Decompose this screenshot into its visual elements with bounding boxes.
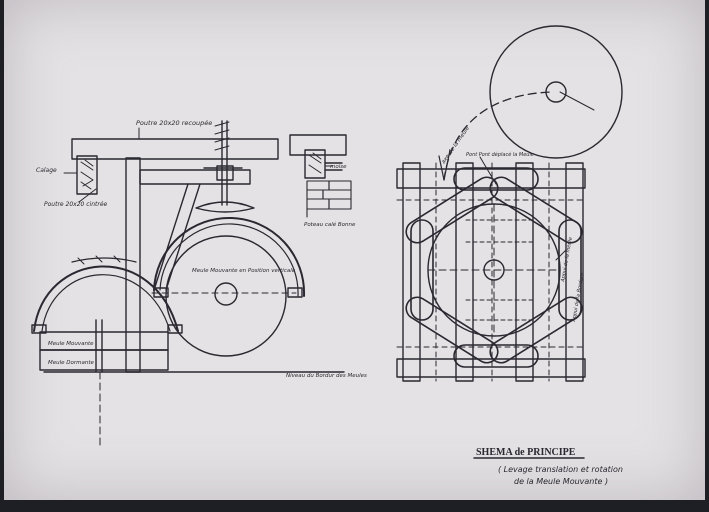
label-poteau-cale: Poteau calé Bonne	[304, 221, 356, 228]
label-appui-meule: Appui de la meule	[560, 237, 574, 284]
technical-drawing: Poutre 20x20 recoupée Calage Poutre 20x2…	[31, 25, 623, 486]
plan-view	[396, 25, 623, 382]
diagram-title: SHEMA de PRINCIPE	[476, 447, 576, 458]
label-calage: Calage	[36, 167, 57, 174]
label-axe-meule: axe de la meule	[441, 125, 472, 165]
left-wall-block	[76, 155, 98, 195]
label-pont-deplace: Pont Pont déplacé la Meule	[466, 151, 534, 158]
right-beam-stub	[289, 134, 347, 156]
annotations: Poutre 20x20 recoupée Calage Poutre 20x2…	[36, 119, 623, 486]
elevation-view	[31, 120, 352, 449]
vertical-post	[125, 157, 141, 373]
label-meule-mouvante: Meule Mouvante	[48, 341, 94, 347]
label-meule-dormante: Meule Dormante	[48, 360, 95, 366]
diagram-subtitle-line1: ( Levage translation et rotation	[498, 465, 623, 474]
label-poutre-cintree: Poutre 20x20 cintrée	[44, 201, 108, 208]
label-niveau-bordure: Niveau du Bordur des Meules	[286, 373, 367, 379]
lifting-arch	[33, 265, 179, 332]
brick-wall	[306, 180, 352, 218]
horizontal-arm	[139, 169, 251, 185]
label-moise: moise	[330, 164, 347, 170]
millstone-center-hole	[214, 282, 238, 306]
label-meule-verticale: Meule Mouvante en Position verticale	[192, 268, 296, 274]
rotation-beams	[405, 167, 583, 368]
drawing-sheet: Poutre 20x20 recoupée Calage Poutre 20x2…	[4, 0, 705, 500]
moving-millstone-vertical	[165, 235, 287, 357]
diagonal-brace	[153, 183, 201, 291]
translated-millstone	[489, 25, 623, 159]
diagram-subtitle-line2: de la Meule Mouvante )	[514, 477, 608, 486]
label-poutre-recoupee: Poutre 20x20 recoupée	[136, 119, 212, 127]
right-wall-block	[304, 149, 326, 179]
lifting-screw	[195, 120, 255, 213]
top-beam	[71, 138, 279, 160]
